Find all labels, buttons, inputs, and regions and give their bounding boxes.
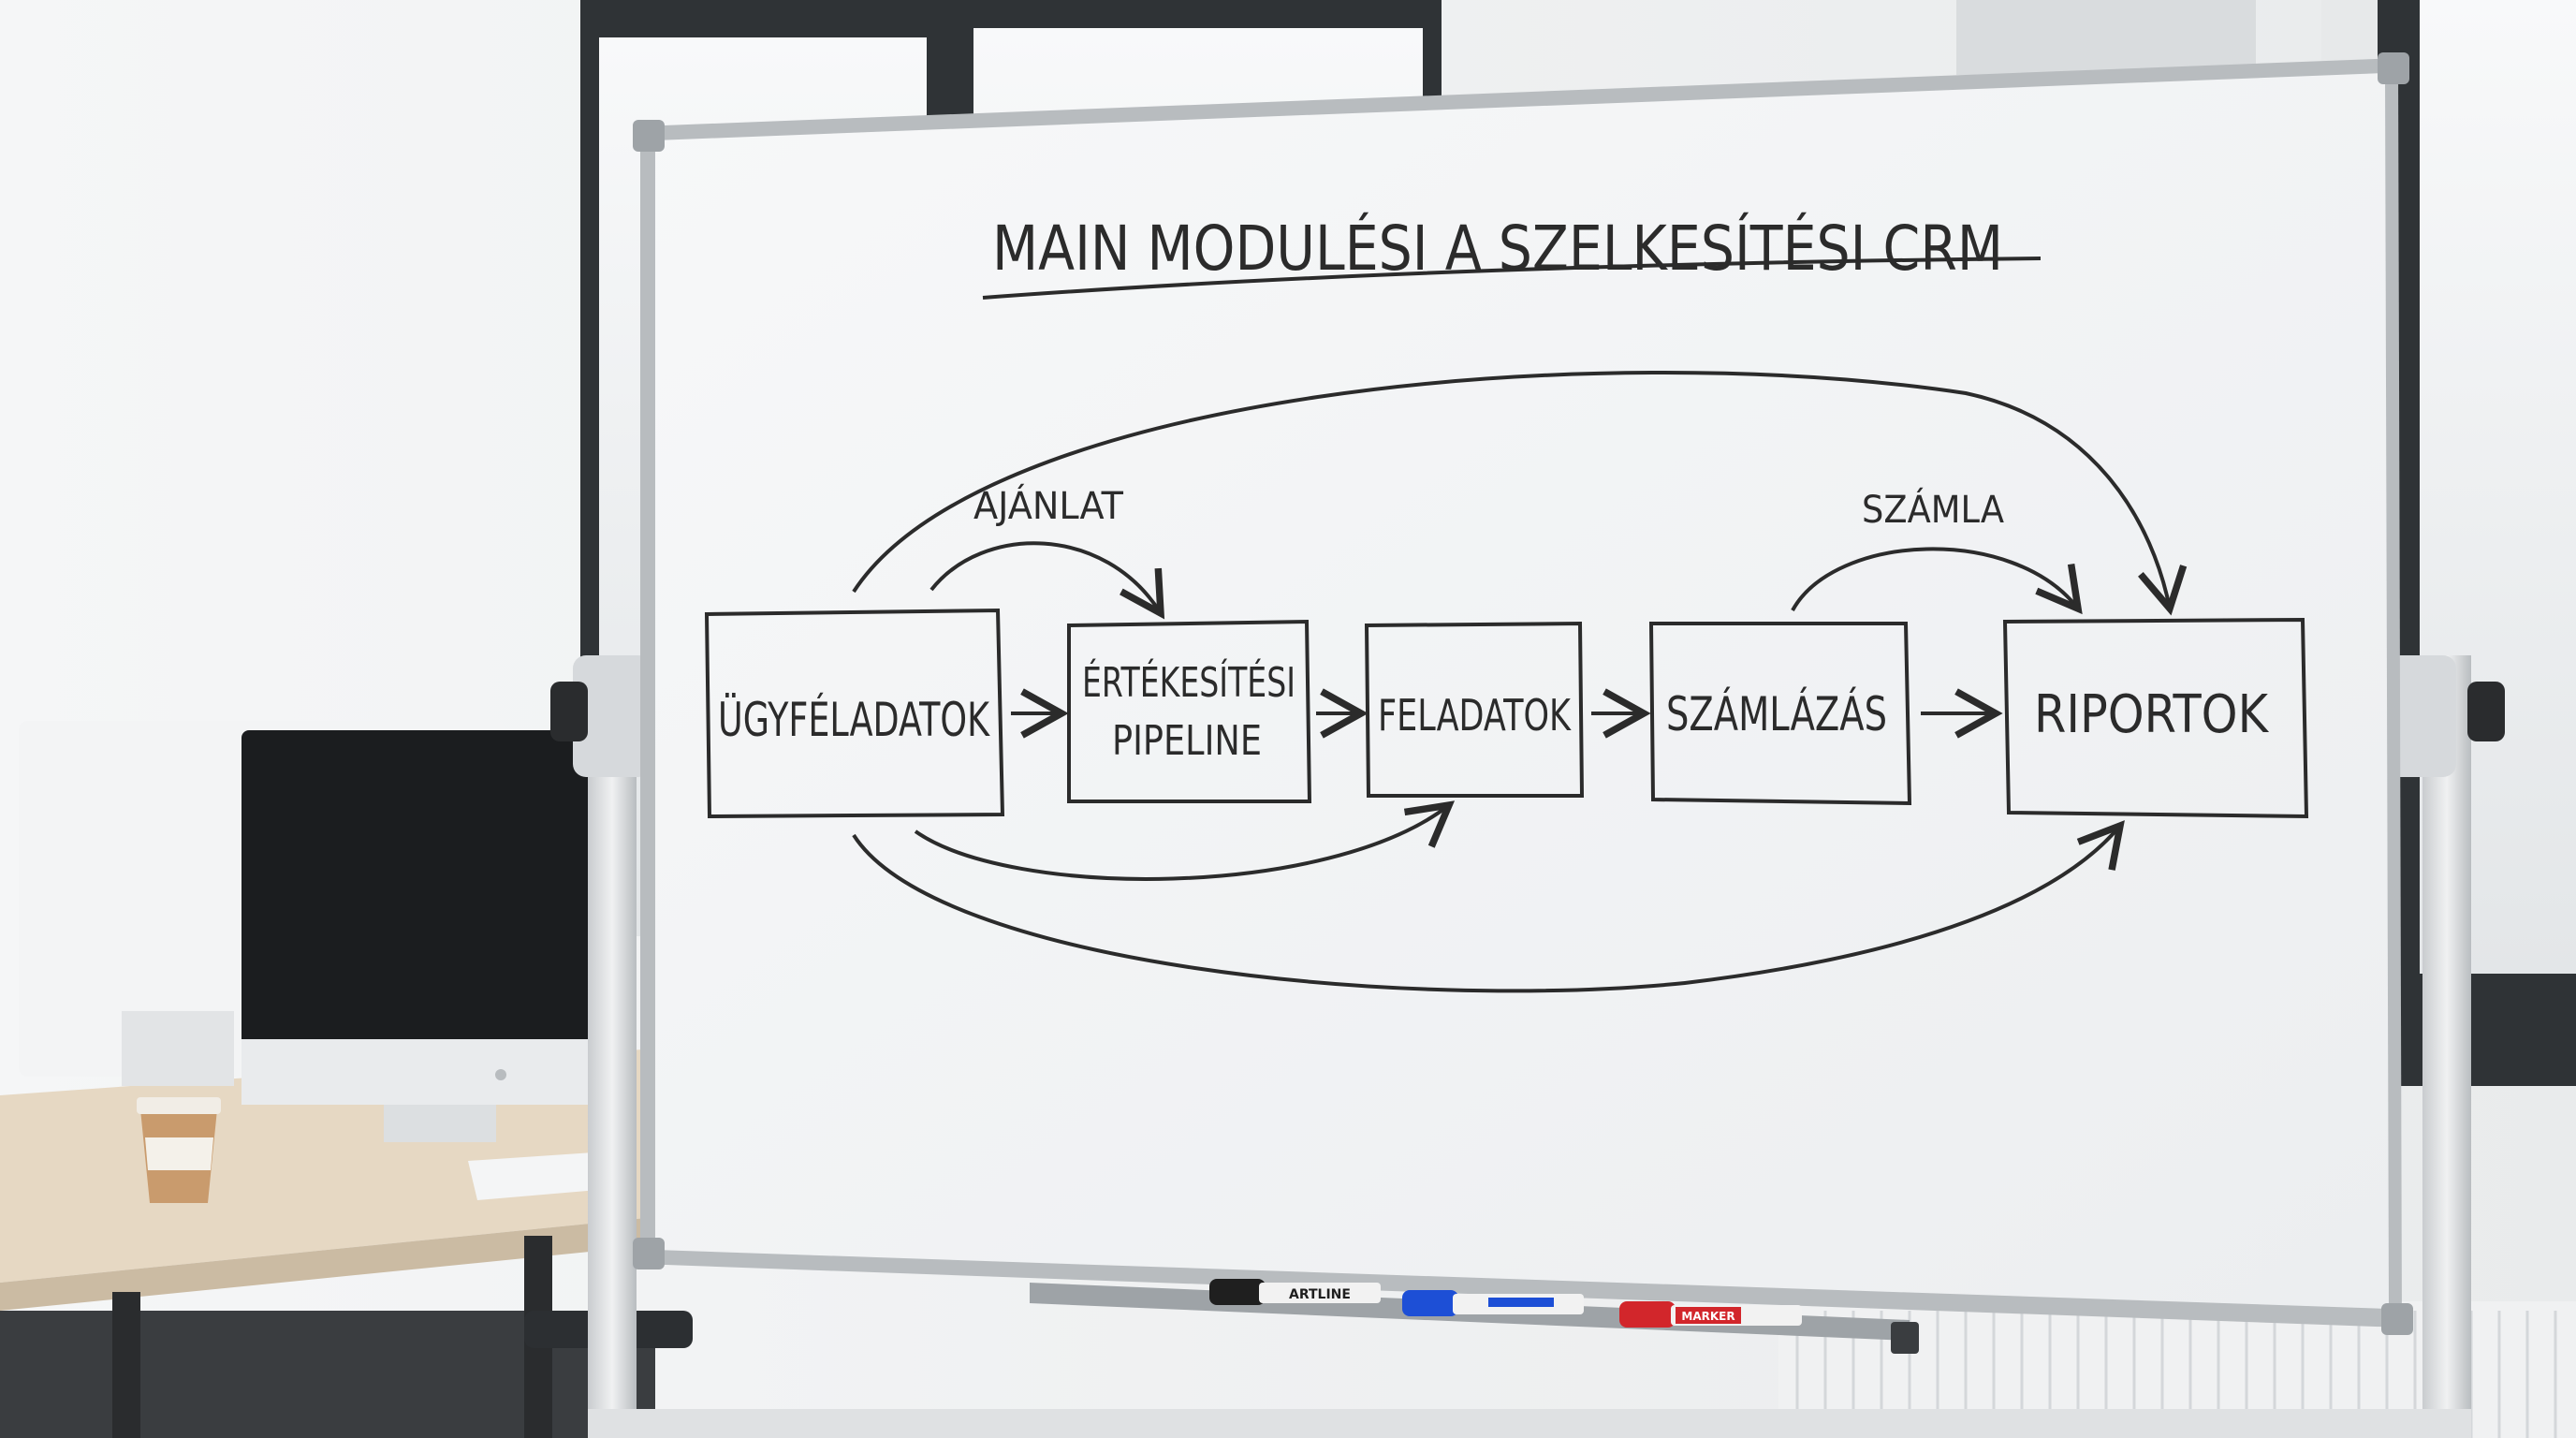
annotation-szamla: SZÁMLA <box>1862 487 2005 532</box>
page-title: MAIN MODULÉSI A SZELKESÍTÉSI CRM <box>992 212 2003 285</box>
module-label-feladatok: FELADATOK <box>1378 690 1572 741</box>
column <box>1956 0 2256 75</box>
module-box-riportok: RIPORTOK <box>2002 617 2309 819</box>
module-label-ertekesitesi: ÉRTÉKESÍTÉSI <box>1082 657 1295 707</box>
module-box-feladatok: FELADATOK <box>1364 621 1585 798</box>
whiteboard <box>633 52 2413 1354</box>
marker-red: MARKER <box>1619 1301 1802 1328</box>
annotation-ajanlat: AJÁNLAT <box>973 483 1124 528</box>
marker-blue <box>1402 1290 1584 1316</box>
arrow-ajanlat <box>929 541 1165 620</box>
diagram: MAIN MODULÉSI A SZELKESÍTÉSI CRM ÜGYFÉLA… <box>704 212 2309 993</box>
arrow-bottom-long <box>852 820 2125 993</box>
module-label-szamlazas: SZÁMLÁZÁS <box>1666 686 1887 741</box>
markers: ARTLINE MARKER <box>1209 1279 1802 1328</box>
module-box-ugyfeladatok: ÜGYFÉLADATOK <box>704 608 1005 819</box>
title-underline <box>982 257 2042 300</box>
arrow-szamla <box>1791 547 2083 615</box>
marker-black: ARTLINE <box>1209 1279 1381 1305</box>
module-label-pipeline: PIPELINE <box>1112 717 1262 765</box>
module-box-ertekesitesi-pipeline: ÉRTÉKESÍTÉSI PIPELINE <box>1067 619 1312 803</box>
marker-red-label: MARKER <box>1681 1310 1734 1323</box>
marker-black-label: ARTLINE <box>1289 1287 1351 1302</box>
module-label-ugyfeladatok: ÜGYFÉLADATOK <box>718 692 990 747</box>
arrow-top-long <box>852 370 2188 616</box>
arrow-bottom-short <box>914 800 1456 881</box>
whiteboard-stand <box>550 655 2505 1438</box>
desk-area <box>0 721 693 1438</box>
module-label-riportok: RIPORTOK <box>2034 684 2269 745</box>
module-box-szamlazas: SZÁMLÁZÁS <box>1648 622 1912 806</box>
